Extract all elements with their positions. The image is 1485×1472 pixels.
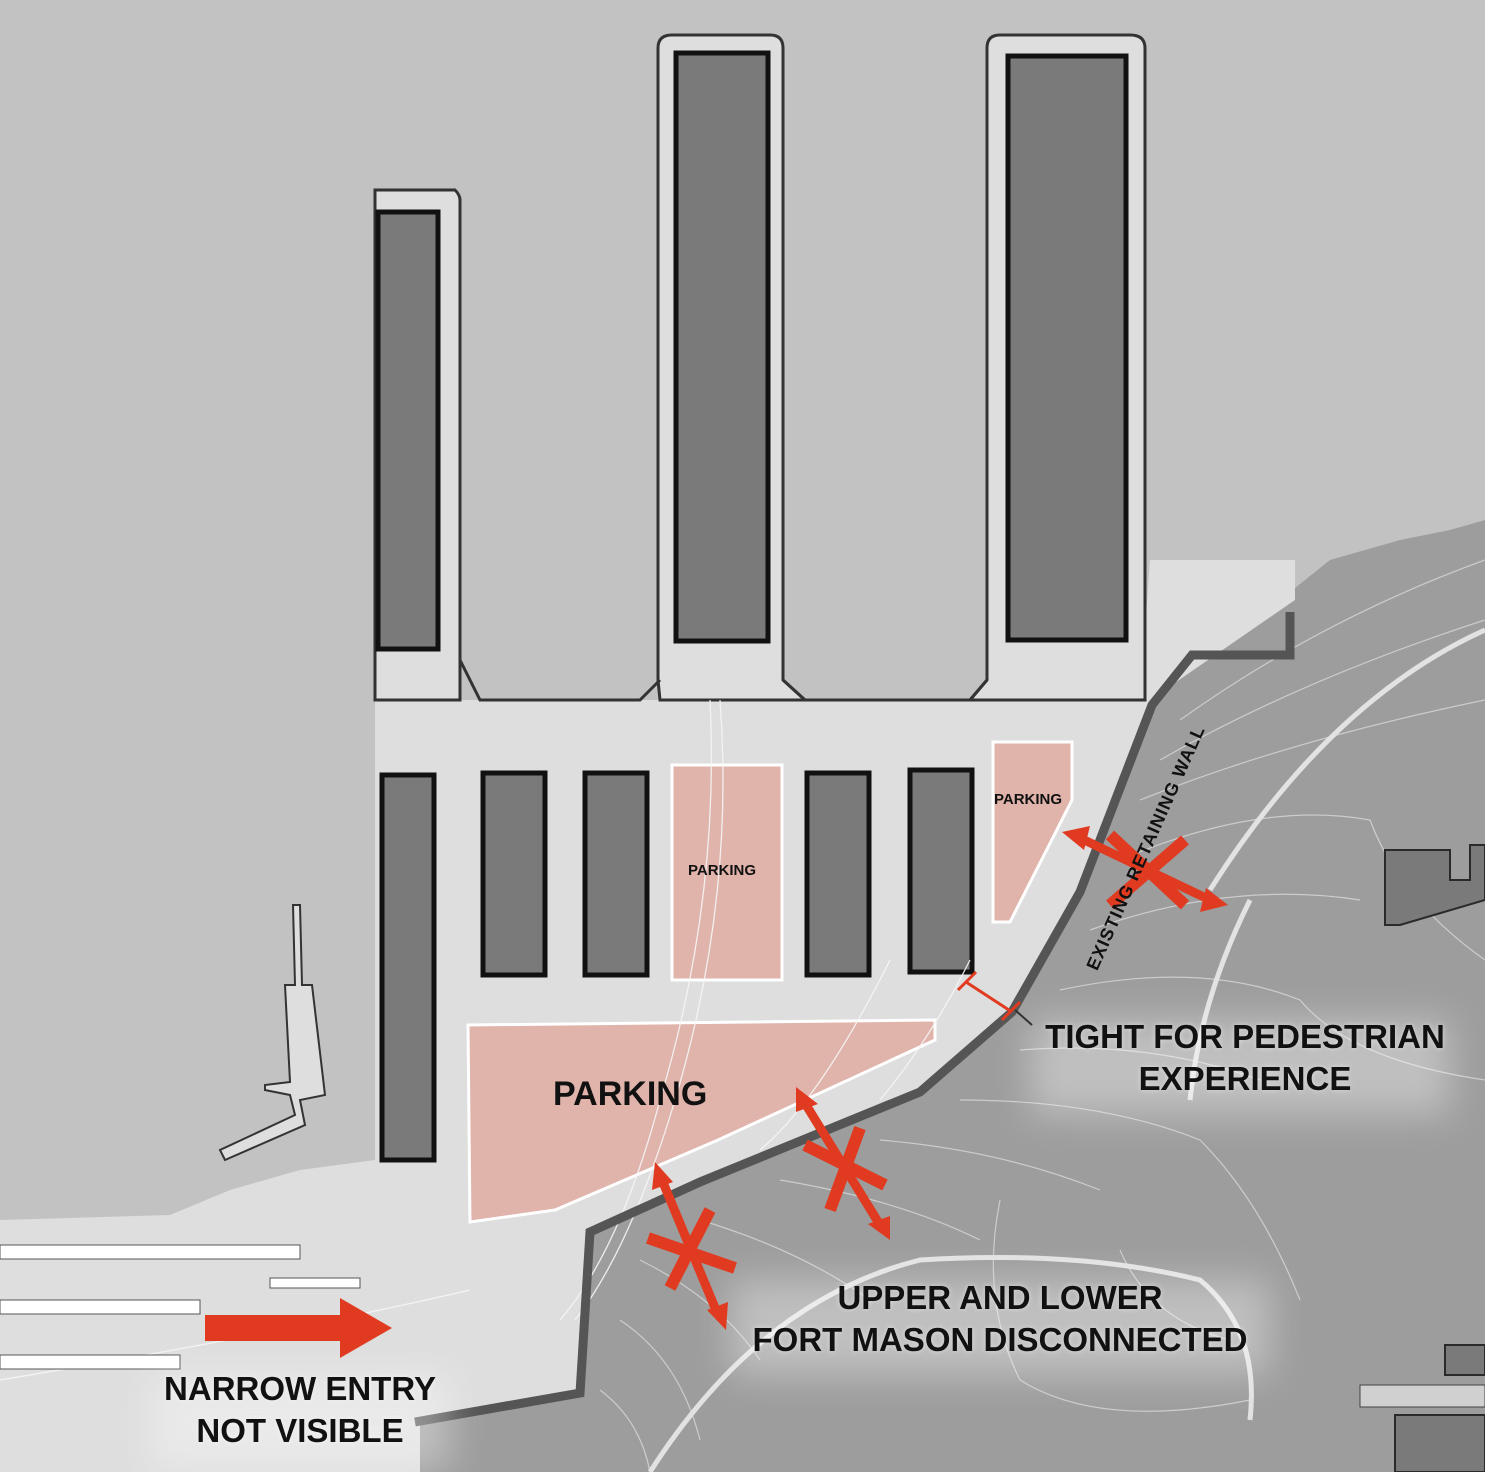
pedestrian-callout: TIGHT FOR PEDESTRIAN EXPERIENCE <box>1030 1016 1460 1100</box>
west-breakwater <box>218 904 327 1162</box>
x-marker-icon <box>646 1162 737 1330</box>
entry-callout: NARROW ENTRY NOT VISIBLE <box>140 1368 460 1452</box>
disconnect-callout-line2: FORT MASON DISCONNECTED <box>752 1321 1248 1358</box>
parking-lot-main <box>466 1018 937 1224</box>
parking-label-center: PARKING <box>688 862 757 879</box>
shed-a <box>480 770 548 978</box>
entry-callout-line1: NARROW ENTRY <box>164 1370 436 1407</box>
shed-c <box>804 770 872 978</box>
parking-lot-center <box>670 763 784 982</box>
entry-road-stalls <box>0 1244 361 1370</box>
x-marker-icon <box>796 1087 890 1240</box>
shed-pier-2 <box>673 50 771 644</box>
parking-label-main: PARKING <box>553 1075 708 1113</box>
parking-label-east: PARKING <box>994 791 1063 808</box>
disconnect-callout-line1: UPPER AND LOWER <box>837 1279 1163 1316</box>
shed-pier-1 <box>375 209 441 652</box>
hill-parking-stalls <box>1359 1384 1485 1408</box>
x-marker-icon <box>1062 826 1228 912</box>
x-markers <box>646 826 1228 1330</box>
disconnect-callout: UPPER AND LOWER FORT MASON DISCONNECTED <box>730 1277 1270 1361</box>
parking-lots <box>466 740 1074 1224</box>
slip-edge-a <box>458 659 662 702</box>
callout-halos <box>150 1020 1450 1470</box>
dimension-marker-icon <box>956 970 1022 1022</box>
pier-sheds <box>375 50 1129 652</box>
shed-d <box>907 767 975 975</box>
pedestrian-callout-line2: EXPERIENCE <box>1138 1060 1352 1097</box>
hill-buildings <box>1384 844 1485 1472</box>
slip-edge-b <box>781 678 989 702</box>
arrow-right-icon <box>205 1298 392 1358</box>
lower-sheds <box>379 767 975 1163</box>
shed-west <box>379 772 437 1163</box>
entry-callout-line2: NOT VISIBLE <box>196 1412 404 1449</box>
shed-b <box>582 770 650 978</box>
pedestrian-callout-line1: TIGHT FOR PEDESTRIAN <box>1045 1018 1445 1055</box>
shed-pier-3 <box>1005 53 1129 643</box>
parking-lot-east <box>991 740 1074 924</box>
